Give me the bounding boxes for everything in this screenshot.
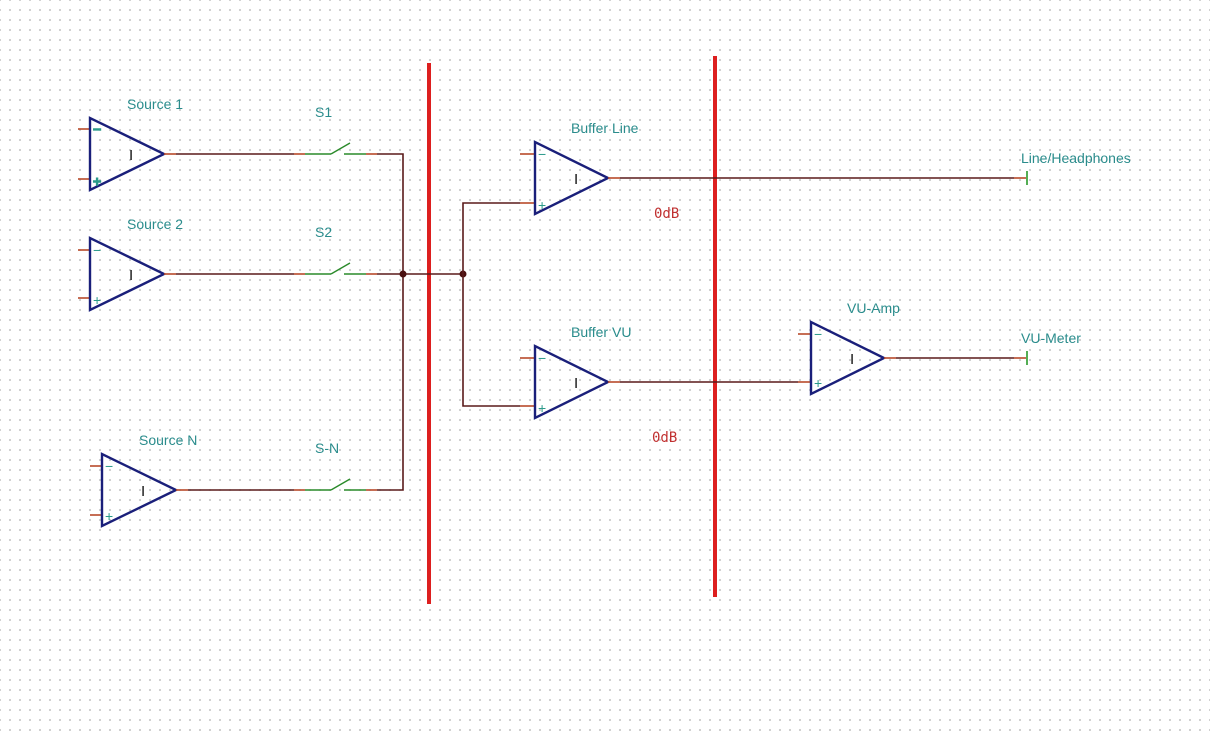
plus-sign: +	[538, 197, 546, 213]
switch-s2[interactable]	[294, 262, 377, 275]
switch-s1[interactable]	[294, 142, 377, 155]
wire-to-buffer-vu	[462, 274, 520, 407]
plus-sign: +	[105, 508, 113, 524]
buffer-vu-gain: 0dB	[652, 430, 677, 446]
switch-sn-label: S-N	[315, 440, 339, 456]
source-1-opamp[interactable]: − + I	[78, 116, 176, 192]
buffer-vu-label: Buffer VU	[571, 324, 631, 340]
opamp-i-mark: I	[850, 351, 854, 368]
minus-sign: −	[105, 458, 113, 474]
minus-sign: −	[814, 326, 822, 342]
minus-sign: −	[93, 121, 101, 137]
source-1-label: Source 1	[127, 96, 183, 112]
minus-sign: −	[538, 350, 546, 366]
output-vu-meter-label: VU-Meter	[1021, 330, 1081, 346]
opamp-i-mark: I	[129, 267, 133, 284]
opamp-i-mark: I	[129, 147, 133, 164]
switch-s1-label: S1	[315, 104, 332, 120]
junction-dot	[399, 270, 407, 278]
switch-sn[interactable]	[294, 478, 377, 491]
switch-s2-label: S2	[315, 224, 332, 240]
opamp-i-mark: I	[141, 483, 145, 500]
vu-amp-label: VU-Amp	[847, 300, 900, 316]
plus-sign: +	[93, 173, 101, 189]
plus-sign: +	[93, 292, 101, 308]
vu-amp-opamp[interactable]: − + I	[798, 320, 896, 396]
buffer-line-gain: 0dB	[654, 206, 679, 222]
bus-vertical	[377, 153, 404, 491]
source-n-opamp[interactable]: − + I	[90, 452, 188, 528]
wire-to-buffer-line	[462, 202, 520, 274]
source-2-label: Source 2	[127, 216, 183, 232]
buffer-line-label: Buffer Line	[571, 120, 639, 136]
minus-sign: −	[93, 242, 101, 258]
plus-sign: +	[814, 375, 822, 391]
opamp-i-mark: I	[574, 375, 578, 392]
plus-sign: +	[538, 400, 546, 416]
buffer-line-opamp[interactable]: − + I	[520, 140, 620, 216]
source-n-label: Source N	[139, 432, 197, 448]
opamp-i-mark: I	[574, 171, 578, 188]
minus-sign: −	[538, 146, 546, 162]
source-2-opamp[interactable]: − + I	[78, 236, 176, 312]
buffer-vu-opamp[interactable]: − + I	[520, 344, 620, 420]
output-line-headphones-label: Line/Headphones	[1021, 150, 1131, 166]
